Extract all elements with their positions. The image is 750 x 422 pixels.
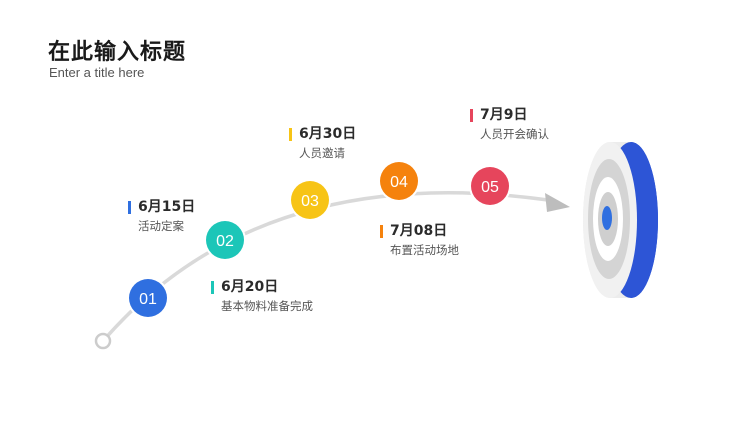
milestone-circle <box>291 181 329 219</box>
event-description: 人员开会确认 <box>480 127 549 141</box>
event-date: 7月9日 <box>480 107 528 123</box>
milestone-node-01: 01 <box>127 277 169 319</box>
track-start-ring <box>94 332 112 350</box>
event-color-bar <box>211 281 214 294</box>
milestone-number: 04 <box>390 174 408 191</box>
event-date: 6月30日 <box>299 126 357 142</box>
event-color-bar <box>289 128 292 141</box>
event-description: 基本物料准备完成 <box>221 299 313 313</box>
event-color-bar <box>380 225 383 238</box>
milestone-number: 02 <box>216 233 234 250</box>
milestone-node-03: 03 <box>289 179 331 221</box>
event-description: 人员邀请 <box>299 146 345 160</box>
target-icon <box>583 142 658 298</box>
event-color-bar <box>470 109 473 122</box>
event-color-bar <box>128 201 131 214</box>
milestone-number: 03 <box>301 193 319 210</box>
milestone-circle <box>129 279 167 317</box>
milestone-circle <box>380 162 418 200</box>
milestone-node-04: 04 <box>378 160 420 202</box>
event-date: 6月15日 <box>138 199 196 215</box>
event-description: 活动定案 <box>138 219 184 233</box>
event-date: 6月20日 <box>221 279 279 295</box>
milestone-circle <box>206 221 244 259</box>
milestone-number: 01 <box>139 291 157 308</box>
milestone-circle <box>471 167 509 205</box>
milestone-node-05: 05 <box>469 165 511 207</box>
milestone-number: 05 <box>481 179 499 196</box>
event-description: 布置活动场地 <box>390 243 459 257</box>
event-date: 7月08日 <box>390 223 448 239</box>
page-title: 在此输入标题 <box>48 40 187 65</box>
track-arrow-head <box>545 193 570 212</box>
milestone-node-02: 02 <box>204 219 246 261</box>
page-subtitle: Enter a title here <box>49 65 145 80</box>
